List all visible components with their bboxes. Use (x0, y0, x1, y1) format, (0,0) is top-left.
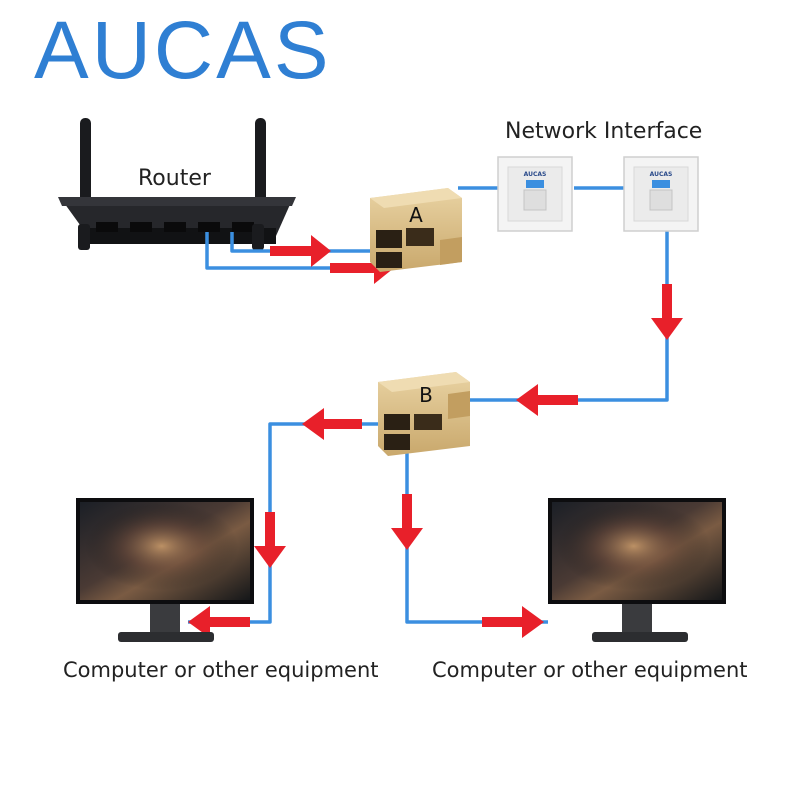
computer-left-label: Computer or other equipment (63, 658, 379, 682)
brand-logo: AUCAS (34, 5, 332, 96)
arrow-icon (254, 512, 286, 568)
wall-plate-logo: AUCAS (524, 171, 547, 178)
wall-plate-icon: AUCAS (623, 156, 699, 232)
network-interface-label: Network Interface (505, 119, 703, 144)
arrow-icon (482, 606, 544, 638)
monitor-icon (548, 498, 726, 642)
router-icon (58, 118, 296, 250)
computer-right-label: Computer or other equipment (432, 658, 748, 682)
coupler-a-label: A (409, 203, 423, 227)
wall-plate-icon: AUCAS (497, 156, 573, 232)
arrow-icon (302, 408, 362, 440)
arrow-icon (270, 235, 331, 267)
arrow-icon (391, 494, 423, 550)
router-label: Router (138, 166, 211, 191)
coupler-a-icon: A (370, 188, 462, 272)
arrow-icon (188, 606, 250, 638)
coupler-b-label: B (419, 383, 433, 407)
arrow-icon (516, 384, 578, 416)
cable-router-to-a-1 (230, 232, 392, 253)
arrow-icon (651, 284, 683, 340)
flow-arrows (188, 235, 683, 638)
cable-b-to-right-monitor (405, 440, 548, 624)
cable-plate-to-b (470, 230, 669, 402)
monitor-icon (76, 498, 254, 642)
wall-plate-logo: AUCAS (650, 171, 673, 178)
coupler-b-icon: B (378, 372, 470, 456)
